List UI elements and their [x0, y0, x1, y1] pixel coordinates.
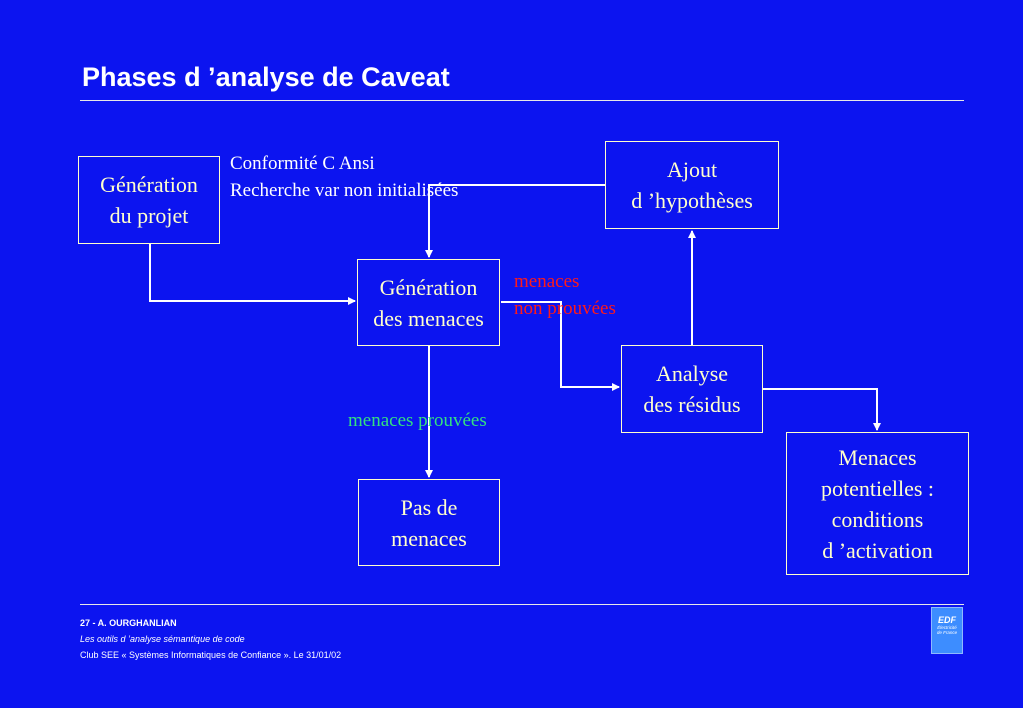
- footer-divider: [80, 604, 964, 605]
- box-generation-menaces: Génération des menaces: [357, 259, 500, 346]
- footer-event: Club SEE « Systèmes Informatiques de Con…: [80, 650, 342, 660]
- box-generation-projet: Génération du projet: [78, 156, 220, 244]
- arrow-analyse-to-potentielles: [763, 388, 881, 431]
- footer-author: 27 - A. OURGHANLIAN: [80, 618, 177, 628]
- label-menaces-prouvees: menaces prouvées: [348, 410, 487, 431]
- arrow-projet-to-menaces: [149, 243, 356, 305]
- box-pas-de-menaces: Pas de menaces: [358, 479, 500, 566]
- footer-subtitle: Les outils d ’analyse sémantique de code: [80, 634, 245, 644]
- box-analyse-residus: Analyse des résidus: [621, 345, 763, 433]
- logo-name: EDF: [938, 615, 956, 625]
- label-menaces-non-prouvees: menaces non prouvées: [514, 271, 616, 319]
- label-conformite: Conformité C Ansi Recherche var non init…: [230, 153, 459, 201]
- slide-title: Phases d ’analyse de Caveat: [82, 62, 450, 92]
- title-divider: [80, 100, 964, 101]
- arrow-menaces-to-analyse: [501, 301, 620, 391]
- box-ajout-hypotheses: Ajout d ’hypothèses: [605, 141, 779, 229]
- box-menaces-potentielles: Menaces potentielles : conditions d ’act…: [786, 432, 969, 575]
- arrow-hypotheses-to-menaces: [425, 184, 605, 258]
- edf-logo: EDF Électricité de France: [931, 607, 963, 654]
- logo-subtitle: Électricité de France: [936, 625, 958, 635]
